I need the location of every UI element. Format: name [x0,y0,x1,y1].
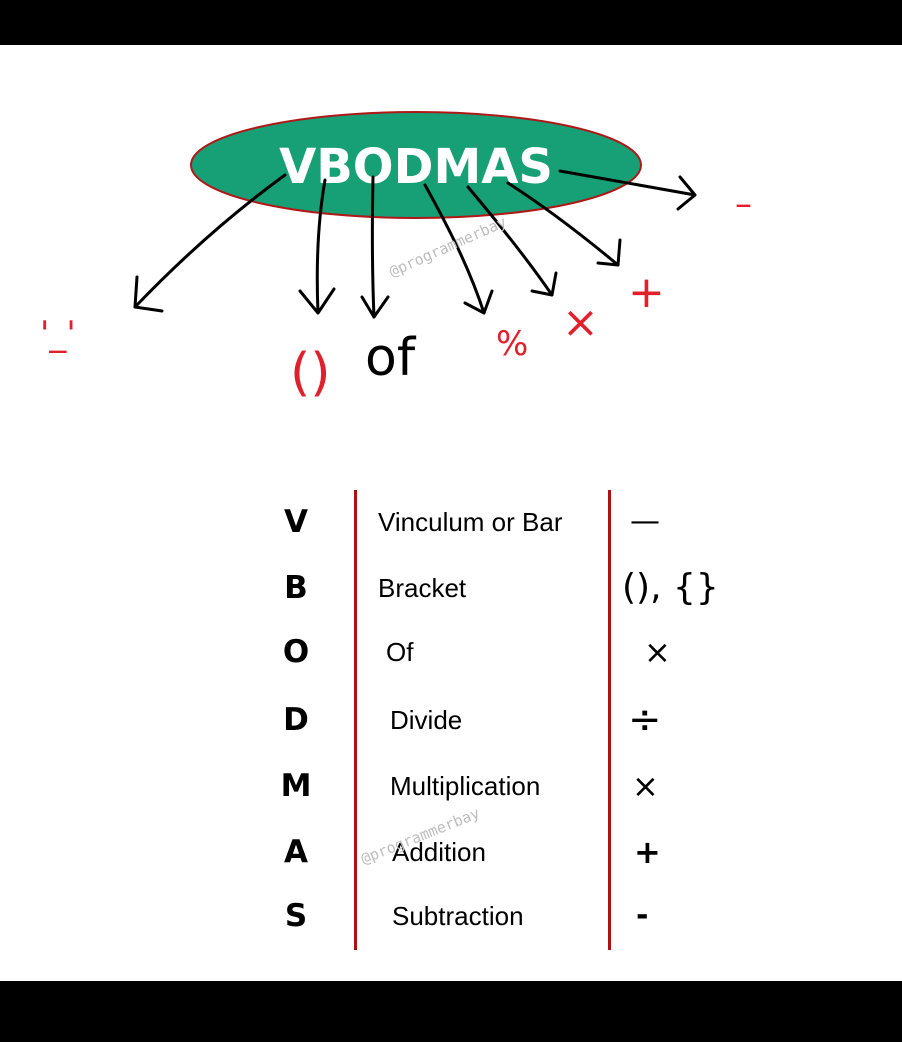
table-row: B Bracket (), {} [270,556,730,620]
branch-label-vinculum: '_' [40,314,76,354]
row-symbol: × [632,767,659,805]
row-letter: S [284,898,308,934]
branch-label-add: + [628,267,665,318]
arrow-add [506,181,622,267]
branch-label-bracket: () [290,343,331,403]
branch-label-subtract: – [735,184,752,224]
row-letter: B [284,570,308,606]
title-ellipse [190,111,642,219]
branch-label-of: of [365,328,417,388]
vbodmas-table: V Vinculum or Bar — B Bracket (), {} O O… [270,490,730,950]
row-letter: A [284,834,308,870]
row-symbol: (), {} [622,567,719,608]
row-letter: D [283,702,309,738]
divider-left [354,490,357,950]
vbodmas-diagram: VBODMAS '_' () of % × + – @programmerbay [40,111,752,403]
table-row: S Subtraction - [270,884,730,948]
diagram-watermark: @programmerbay [386,213,509,281]
arrow-bracket [298,178,336,315]
branch-label-divide: % [496,324,528,364]
table-row: D Divide ÷ [270,688,730,752]
divider-right [608,490,611,950]
row-word: Divide [390,705,463,735]
row-letter: M [280,768,312,804]
row-symbol: - [636,898,649,933]
row-symbol: × [644,633,671,671]
table-row: A Addition + [270,820,730,884]
row-word: Vinculum or Bar [378,507,563,537]
branch-label-multiply: × [562,297,599,348]
row-letter: O [282,634,310,670]
row-word: Multiplication [390,771,541,801]
row-symbol: — [630,504,660,539]
page: VBODMAS '_' () of % × + – @programmerbay… [0,45,902,981]
arrow-divide [423,183,494,315]
table-row: V Vinculum or Bar — [270,490,730,554]
row-letter: V [284,504,308,540]
table-row: M Multiplication × [270,754,730,818]
row-word: Of [386,637,414,667]
row-word: Addition [392,837,486,867]
row-word: Subtraction [392,901,524,931]
arrow-subtract [558,169,697,211]
row-symbol: + [634,833,661,871]
arrow-of [360,175,390,319]
table-row: O Of × [270,620,730,684]
arrow-vinculum [133,173,287,313]
row-symbol: ÷ [628,697,662,743]
row-word: Bracket [378,573,467,603]
arrow-multiply [466,185,558,297]
